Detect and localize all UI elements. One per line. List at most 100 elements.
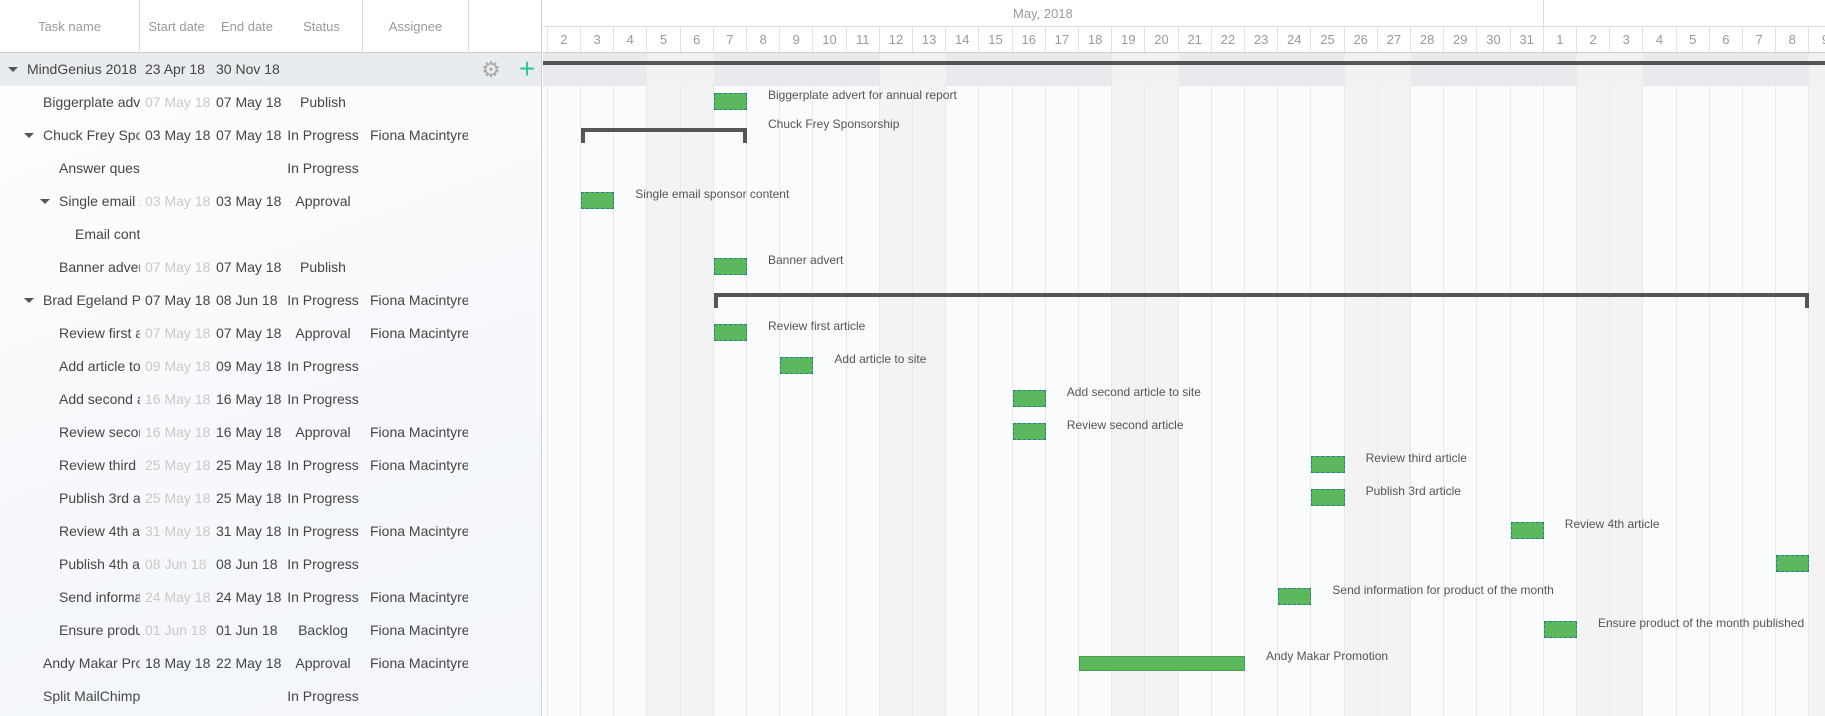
task-name[interactable]: Single email sponsor content [59,193,140,209]
task-name[interactable]: Add second article to site [59,391,140,407]
start-date [145,152,211,185]
column-header-task-name[interactable]: Task name [0,0,140,53]
task-name[interactable]: Chuck Frey Sponsorship [43,127,140,143]
assignee: Fiona Macintyre [370,292,468,308]
task-bar-label: Publish 3rd article [1365,484,1461,498]
task-bar[interactable] [1079,656,1245,671]
project-summary-bar[interactable] [543,61,1825,65]
task-bar-label: Add article to site [834,352,927,366]
task-name[interactable]: Review second article [59,424,140,440]
start-date: 07 May 18 [145,94,211,110]
summary-band [647,53,681,86]
collapse-toggle-icon[interactable] [8,67,18,72]
task-name[interactable]: Review first article [59,325,140,341]
task-bar[interactable] [780,357,814,374]
task-row[interactable]: Single email sponsor content03 May 1803 … [0,185,541,218]
task-name[interactable]: Review 4th article [59,523,140,539]
task-bar[interactable] [1543,621,1577,638]
task-name[interactable]: Biggerplate advert for annual report [43,94,140,110]
column-header-end-date[interactable]: End date [220,19,274,34]
assignee: Fiona Macintyre [370,589,468,605]
task-bar[interactable] [1510,522,1544,539]
day-column [1510,53,1544,716]
column-header-status[interactable]: Status [281,0,363,53]
task-name[interactable]: Send information for product of the mont… [59,589,140,605]
task-bar[interactable] [713,324,747,341]
task-bar[interactable] [581,192,615,209]
task-row[interactable]: Email content [0,218,541,251]
end-date: 25 May 18 [216,490,281,506]
day-column [946,53,980,716]
collapse-toggle-icon[interactable] [24,133,34,138]
start-date: 31 May 18 [145,523,211,539]
task-row[interactable]: Ensure product of the month published 01 … [0,614,541,647]
day-header: 17 [1045,27,1079,53]
assignee: Fiona Macintyre [370,127,468,143]
task-name[interactable]: Publish 4th article [59,556,140,572]
day-column [1743,53,1777,716]
task-name[interactable]: Answer questions [59,160,140,176]
parent-task-bracket[interactable] [713,293,1810,308]
add-task-icon[interactable]: + [518,53,536,84]
task-name[interactable]: Banner advert [59,259,140,275]
day-header: 27 [1377,27,1411,53]
task-bar[interactable] [1311,456,1345,473]
day-header: 5 [1676,27,1710,53]
task-row[interactable]: Answer questionsIn Progress [0,152,541,185]
day-column [614,53,648,716]
summary-band [979,53,1013,86]
parent-task-bracket[interactable] [581,128,747,143]
summary-band [1510,53,1544,86]
task-bar[interactable] [1012,390,1046,407]
gear-icon[interactable]: ⚙ [481,57,501,82]
status: Publish [300,94,346,110]
task-row[interactable]: Biggerplate advert for annual report 07 M… [0,86,541,119]
task-name[interactable]: Add article to site [59,358,140,374]
task-bar[interactable] [1776,555,1810,572]
task-name[interactable]: Publish 3rd article [59,490,140,506]
task-name[interactable]: Brad Egeland Promotion [43,292,140,308]
day-column [1610,53,1644,716]
day-column [581,53,615,716]
collapse-toggle-icon[interactable] [40,199,50,204]
column-header-assignee[interactable]: Assignee [363,0,469,53]
task-bar[interactable] [1012,423,1046,440]
task-name[interactable]: Review third article [59,457,140,473]
task-bar[interactable] [713,93,747,110]
task-bar[interactable] [713,258,747,275]
task-row[interactable]: Send information for product of the mont… [0,581,541,614]
day-header: 8 [1776,27,1810,53]
day-column [1477,53,1511,716]
task-name[interactable]: Email content [75,226,140,242]
task-bar-label: Chuck Frey Sponsorship [768,117,900,131]
task-name[interactable]: Andy Makar Promotion [43,655,140,671]
status: In Progress [287,292,359,308]
task-name[interactable]: Split MailChimp [43,688,140,704]
task-bar-label: Single email sponsor content [635,187,790,201]
day-header: 21 [1178,27,1212,53]
task-bar[interactable] [1278,588,1312,605]
task-bar[interactable] [1311,489,1345,506]
column-header-start-date[interactable]: Start date [148,19,205,34]
collapse-toggle-icon[interactable] [24,298,34,303]
start-date: 25 May 18 [145,457,211,473]
task-name[interactable]: MindGenius 2018 [27,61,137,77]
status: In Progress [287,523,359,539]
start-date: 01 Jun 18 [145,622,207,638]
task-name[interactable]: Ensure product of the month published [59,622,140,638]
start-date: 16 May 18 [145,391,211,407]
